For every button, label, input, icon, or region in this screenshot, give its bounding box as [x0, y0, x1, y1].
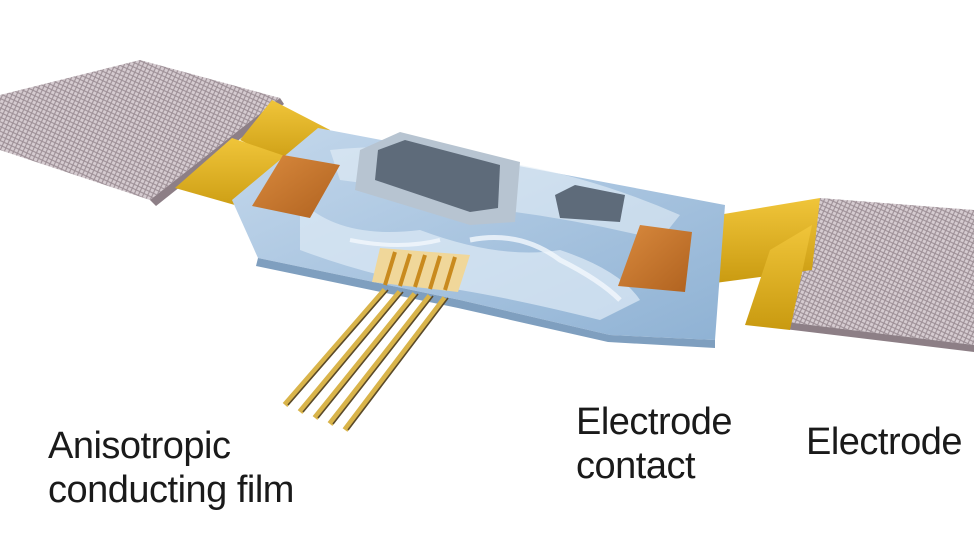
- main-chip: [355, 132, 520, 225]
- right-electrode-mesh: [768, 198, 974, 352]
- anisotropic-film-label: Anisotropic conducting film: [48, 425, 294, 511]
- electrode-contact-label: Electrode contact: [576, 401, 733, 487]
- right-electrode-contact-pad: [618, 225, 692, 292]
- small-chip: [555, 185, 625, 222]
- electrode-label: Electrode: [806, 421, 963, 463]
- ribbon-cable: [282, 288, 449, 432]
- right-flex-cable: [700, 198, 820, 330]
- left-electrode-contact-pad: [252, 155, 340, 218]
- acf-contact-area: [372, 248, 470, 292]
